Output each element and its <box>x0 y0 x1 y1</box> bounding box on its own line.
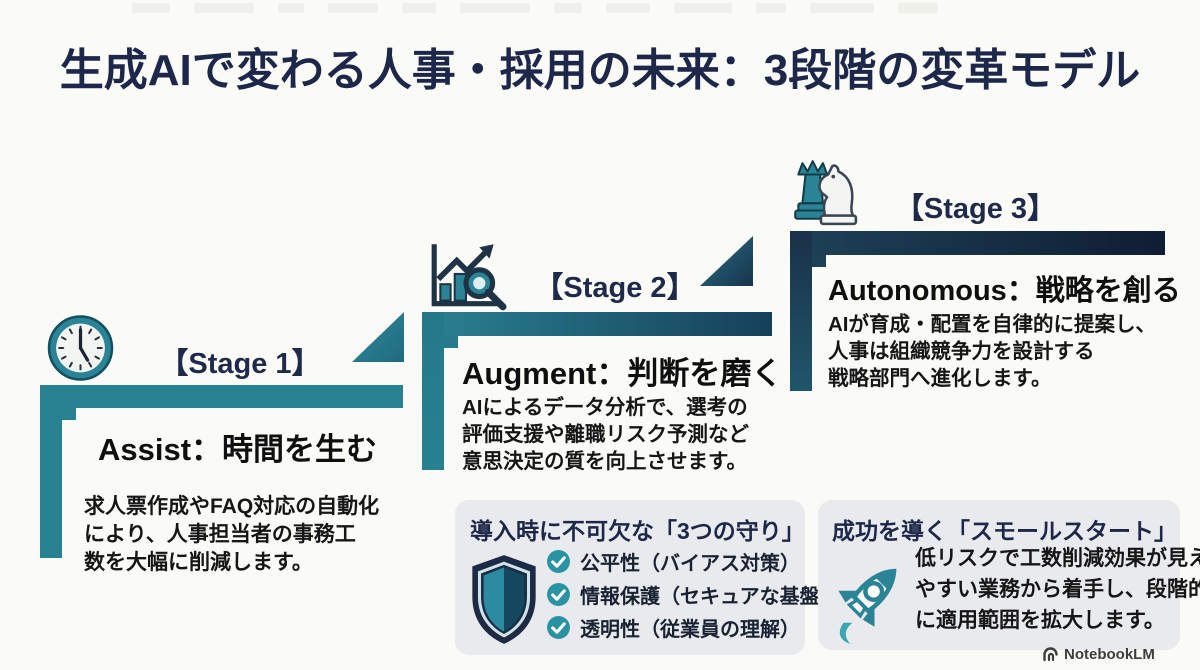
chart-growth-magnifier-icon <box>431 244 507 311</box>
stage1-step-up-arrow <box>352 312 404 362</box>
stage2-bar-top <box>422 312 772 336</box>
safeguards-checklist: 公平性（バイアス対策） 情報保護（セキュアな基盤） 透明性（従業員の理解） <box>546 545 840 644</box>
stage2-heading: Augment：判断を磨く <box>462 356 783 391</box>
stage1-label: 【Stage 1】 <box>159 348 321 380</box>
notebooklm-logo-icon <box>1043 647 1058 662</box>
page-title: 生成AIで変わる人事・採用の未来：3段階の変革モデル <box>59 46 1141 95</box>
small-start-title: 成功を導く「スモールスタート」 <box>832 518 1177 544</box>
rocket-icon <box>838 568 897 644</box>
safeguards-title: 導入時に不可欠な「3つの守り」 <box>470 518 805 544</box>
stage3-bar-left <box>790 231 812 391</box>
footer-brand: NotebookLM <box>1042 646 1155 663</box>
check-item: 透明性（従業員の理解） <box>546 611 840 644</box>
clock-icon <box>47 315 114 381</box>
stage3-bar-top <box>790 231 1165 255</box>
stage2-label: 【Stage 2】 <box>534 272 696 304</box>
stage3-body: AIが育成・配置を自律的に提案し、 人事は組織競争力を設計する 戦略部門へ進化し… <box>828 313 1156 390</box>
stage1-heading: Assist：時間を生む <box>98 432 378 467</box>
chess-pieces-icon <box>794 160 858 226</box>
check-icon <box>547 583 570 606</box>
stage1-bar-left <box>40 385 62 558</box>
stage1-bar-top <box>40 385 403 408</box>
footer-brand-label: NotebookLM <box>1064 646 1155 663</box>
stage3-heading: Autonomous：戦略を創る <box>828 275 1181 307</box>
check-icon <box>547 550 570 573</box>
check-item: 情報保護（セキュアな基盤） <box>546 578 840 611</box>
stage3-corner-step <box>812 255 826 267</box>
small-start-body: 低リスクで工数削減効果が見え やすい業務から着手し、段階的 に適用範囲を拡大しま… <box>915 547 1200 632</box>
stage2-corner-step <box>444 336 458 348</box>
shield-icon <box>472 555 536 644</box>
stage1-corner-step <box>62 408 76 420</box>
stage2-bar-left <box>422 312 444 470</box>
cropped-top-text <box>0 3 1200 15</box>
stage3-label: 【Stage 3】 <box>894 193 1057 225</box>
stage2-step-up-arrow <box>700 236 753 286</box>
check-icon <box>547 616 570 639</box>
check-item: 公平性（バイアス対策） <box>546 545 840 578</box>
stage1-body: 求人票作成やFAQ対応の自動化 により、人事担当者の事務工 数を大幅に削減します… <box>84 495 380 574</box>
stage2-body: AIによるデータ分析で、選考の 評価支援や離職リスク予測など 意思決定の質を向上… <box>462 396 749 473</box>
